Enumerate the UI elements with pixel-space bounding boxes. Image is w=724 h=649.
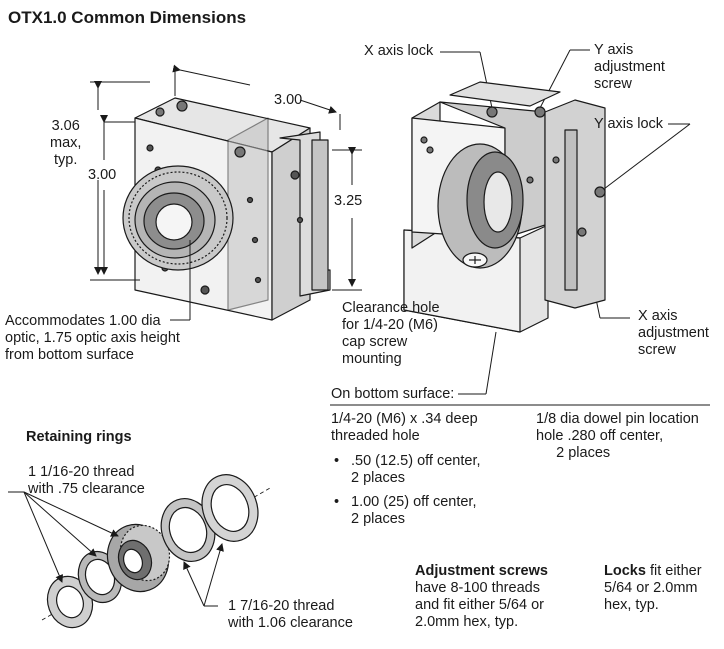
note-locks-title: Locks bbox=[604, 563, 646, 579]
bottom-threaded-hole: 1/4-20 (M6) x .34 deep threaded hole bbox=[331, 411, 478, 444]
dim-height-max: 3.06 max, typ. bbox=[50, 118, 82, 168]
rings-thread-1: 1 1/16-20 thread with .75 clearance bbox=[28, 464, 145, 497]
left-dimension-lines bbox=[90, 64, 362, 291]
dim-height: 3.00 bbox=[88, 167, 117, 183]
bottom-dowel-pin: 1/8 dia dowel pin location hole .280 off… bbox=[536, 411, 699, 461]
bullet-2-text: 1.00 (25) off center, 2 places bbox=[351, 494, 477, 527]
left-stage-illustration bbox=[122, 97, 331, 321]
dim-width: 3.00 bbox=[274, 92, 303, 108]
ring-small-outer bbox=[46, 575, 94, 629]
callout-accommodates: Accommodates 1.00 dia optic, 1.75 optic … bbox=[5, 313, 180, 363]
ring-large-inner bbox=[160, 498, 216, 562]
dim-depth: 3.25 bbox=[334, 193, 363, 209]
ring-adapter bbox=[106, 523, 171, 593]
note-locks: Locks fit either bbox=[604, 563, 702, 580]
callout-y-axis-lock: Y axis lock bbox=[594, 116, 664, 132]
rings-heading: Retaining rings bbox=[26, 429, 132, 445]
note-adjust-body: have 8-100 threads and fit either 5/64 o… bbox=[415, 580, 544, 630]
rings-thread-2: 1 7/16-20 thread with 1.06 clearance bbox=[228, 598, 353, 631]
ring-leaders bbox=[8, 491, 224, 607]
retaining-rings-illustration bbox=[41, 474, 271, 629]
ring-large-outer bbox=[201, 474, 259, 542]
page-title: OTX1.0 Common Dimensions bbox=[8, 8, 247, 27]
callout-bottom-surface: On bottom surface: bbox=[331, 386, 455, 402]
note-locks-rest1: fit either bbox=[645, 563, 702, 579]
bullet-2-dot: • bbox=[334, 494, 340, 510]
note-adjust-title: Adjustment screws bbox=[415, 563, 548, 579]
note-locks-body: 5/64 or 2.0mm hex, typ. bbox=[604, 580, 698, 613]
callout-y-axis-adjust: Y axis adjustment screw bbox=[594, 42, 665, 92]
callout-x-axis-adjust: X axis adjustment screw bbox=[638, 308, 709, 358]
right-stage-illustration bbox=[403, 81, 606, 333]
callout-clearance-hole: Clearance hole for 1/4-20 (M6) cap screw… bbox=[342, 300, 440, 367]
bullet-1-text: .50 (12.5) off center, 2 places bbox=[351, 453, 481, 486]
bullet-1-dot: • bbox=[334, 453, 340, 469]
callout-x-axis-lock: X axis lock bbox=[364, 43, 434, 59]
